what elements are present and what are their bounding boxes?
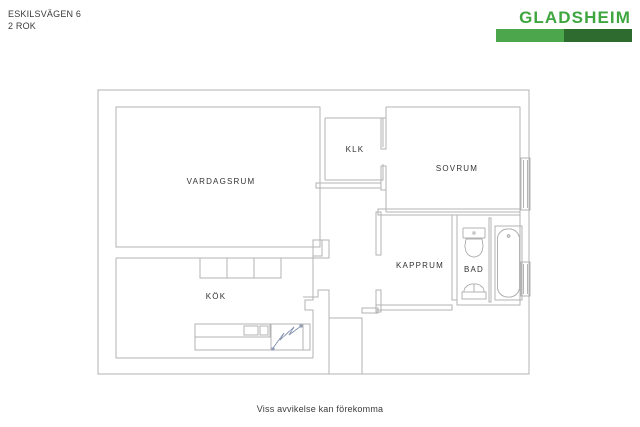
wall-bad-partition (488, 217, 492, 303)
stove-icon (270, 323, 304, 351)
window-bad-icon (520, 261, 531, 297)
wall-cabinets-icon (199, 257, 282, 279)
kitchen-sink-icon (243, 325, 269, 336)
brand-bar-dark-segment (564, 29, 632, 42)
room-wall-vardagsrum (115, 106, 321, 248)
outline-jog-bottom (329, 317, 363, 374)
room-wall-sovrum (386, 106, 521, 213)
brand-logo: GLADSHEIM (496, 8, 632, 42)
wall-kapprum-to-kok (361, 307, 379, 314)
property-room-count: 2 ROK (8, 21, 37, 31)
brand-wordmark: GLADSHEIM (519, 8, 631, 27)
wall-kok-jog (303, 289, 330, 318)
brand-color-bar (496, 29, 632, 42)
room-label-kapprum: KAPPRUM (396, 261, 444, 270)
bathtub-icon (494, 225, 523, 301)
wall-klk-lower (315, 182, 382, 189)
room-label-klk: KLK (346, 145, 365, 154)
room-wall-kapprum-left (375, 211, 382, 256)
brand-bar-light-segment (496, 29, 564, 42)
kitchen-counter-icon (194, 323, 311, 351)
property-address: ESKILSVÄGEN 6 (8, 9, 82, 19)
room-label-vardagsrum: VARDAGSRUM (187, 177, 256, 186)
building-outline-exact (97, 89, 530, 375)
window-sovrum-icon (520, 157, 531, 211)
room-label-sovrum: SOVRUM (436, 164, 478, 173)
room-wall-kok-right (304, 258, 314, 358)
room-label-bad: BAD (464, 265, 484, 274)
wall-stub-vardagsrum-corner (312, 239, 330, 259)
floorplan-disclaimer: Viss avvikelse kan förekomma (256, 404, 384, 414)
wall-klk-door-jamb-top (380, 117, 387, 150)
washbasin-icon (461, 283, 487, 300)
room-label-kok: KÖK (206, 292, 227, 301)
room-wall-bad (456, 214, 521, 306)
toilet-icon (462, 227, 486, 258)
header-address-block: ESKILSVÄGEN 6 2 ROK (8, 8, 81, 32)
